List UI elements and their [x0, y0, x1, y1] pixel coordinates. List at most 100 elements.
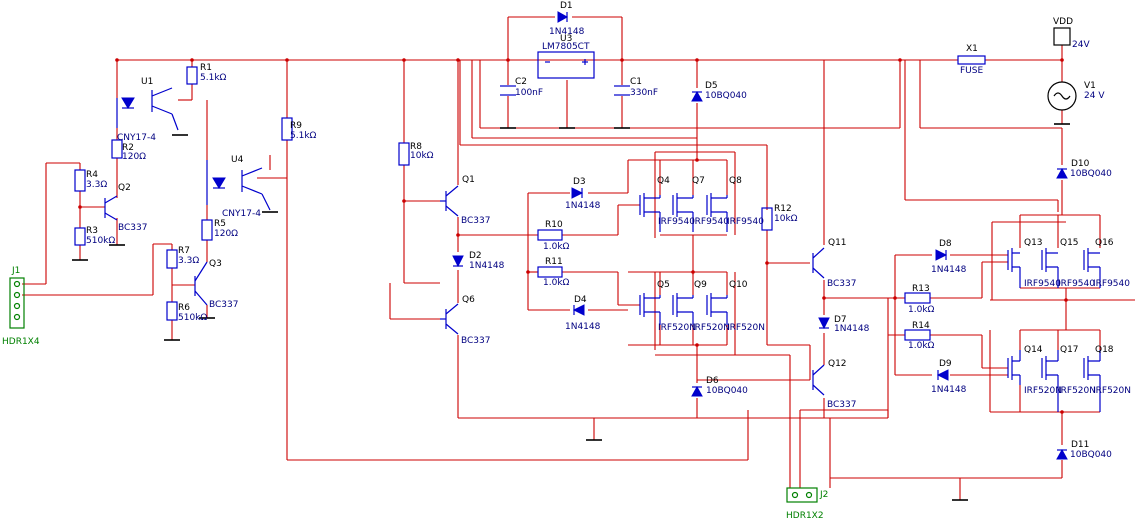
- label-q12-ref: Q12: [828, 359, 847, 369]
- label-q15-ref: Q15: [1060, 238, 1079, 248]
- label-r6-ref: R6: [178, 303, 190, 313]
- junctions: [78, 58, 1068, 414]
- resistor-r14: [904, 329, 931, 341]
- label-r9-ref: R9: [290, 121, 302, 131]
- transistor-q11: [812, 247, 825, 279]
- label-u4-ref: U4: [231, 155, 244, 165]
- label-x1-value: FUSE: [960, 66, 983, 76]
- label-r13-value: 1.0kΩ: [908, 305, 935, 315]
- label-d8-value: 1N4148: [931, 265, 967, 275]
- transistor-q3: [194, 261, 208, 306]
- label-u1-value: CNY17-4: [117, 133, 156, 143]
- label-q10-ref: Q10: [729, 280, 748, 290]
- label-d1-value: 1N4148: [549, 27, 585, 37]
- resistor-r4: [74, 169, 86, 192]
- diode-d2: [452, 255, 464, 268]
- label-r5-ref: R5: [214, 219, 226, 229]
- label-d4-value: 1N4148: [565, 322, 601, 332]
- label-r2-ref: R2: [122, 143, 134, 153]
- diode-d11: [1056, 448, 1068, 460]
- label-d1-ref: D1: [560, 1, 573, 11]
- mosfets-right-low: [1007, 350, 1101, 412]
- label-q17-ref: Q17: [1060, 345, 1079, 355]
- label-q8-ref: Q8: [729, 176, 742, 186]
- optocoupler-u1: [116, 87, 179, 131]
- label-u1-ref: U1: [141, 77, 153, 87]
- label-d6-value: 10BQ040: [706, 386, 748, 396]
- label-c1-value: 330nF: [630, 88, 658, 98]
- resistor-r12: [761, 207, 773, 231]
- connector-j2: [786, 487, 818, 503]
- resistor-r1: [186, 66, 198, 85]
- mosfets-right-high: [1007, 248, 1101, 288]
- label-r9-value: 5.1kΩ: [290, 131, 317, 141]
- transistor-q6: [440, 303, 459, 335]
- resistor-r7: [166, 249, 178, 269]
- label-q15-value: IRF9540: [1058, 279, 1095, 289]
- label-r5-value: 120Ω: [214, 229, 238, 239]
- label-d10-ref: D10: [1071, 159, 1090, 169]
- mosfets-left-low: [639, 293, 728, 325]
- label-q6-ref: Q6: [462, 295, 475, 305]
- resistor-r2: [111, 139, 123, 159]
- label-q11-value: BC337: [827, 279, 856, 289]
- transistor-q1: [440, 185, 459, 217]
- ground-symbols: [72, 123, 1070, 501]
- fuse-x1: [957, 55, 986, 65]
- label-q1-ref: Q1: [462, 175, 475, 185]
- voltage-source-v1: [1047, 81, 1077, 111]
- label-j1-ref: J1: [11, 266, 20, 276]
- label-r6-value: 510kΩ: [178, 313, 207, 323]
- label-r10-value: 1.0kΩ: [543, 242, 570, 252]
- vdd-terminal: [1053, 27, 1071, 46]
- label-j1-value: HDR1X4: [2, 337, 40, 347]
- label-d8-ref: D8: [939, 239, 952, 249]
- label-q18-value: IRF520N: [1093, 386, 1131, 396]
- label-r7-ref: R7: [178, 246, 190, 256]
- label-vdd-ref: VDD: [1053, 17, 1073, 27]
- label-r7-value: 3.3Ω: [178, 256, 199, 266]
- label-d2-ref: D2: [469, 251, 482, 261]
- label-d9-ref: D9: [939, 359, 952, 369]
- label-q8-value: IRF9540: [727, 217, 764, 227]
- label-q2-ref: Q2: [118, 183, 131, 193]
- resistor-r11: [537, 266, 563, 278]
- label-d7-ref: D7: [834, 315, 847, 325]
- resistor-r10: [537, 229, 563, 241]
- label-q9-ref: Q9: [694, 280, 707, 290]
- label-q3-ref: Q3: [209, 259, 222, 269]
- mosfets-left-high: [639, 193, 728, 232]
- label-q18-ref: Q18: [1095, 345, 1114, 355]
- label-u4-value: CNY17-4: [222, 209, 261, 219]
- label-d5-ref: D5: [705, 81, 718, 91]
- label-q4-ref: Q4: [657, 176, 670, 186]
- diode-d7: [818, 317, 830, 330]
- label-d3-ref: D3: [573, 177, 586, 187]
- resistor-r3: [74, 227, 86, 246]
- optocoupler-u4: [206, 160, 271, 211]
- label-q7-value: IRF9540: [692, 217, 729, 227]
- label-r14-value: 1.0kΩ: [908, 341, 935, 351]
- label-d7-value: 1N4148: [834, 324, 870, 334]
- label-v1-value: 24 V: [1084, 91, 1105, 101]
- label-d11-ref: D11: [1071, 440, 1089, 450]
- connector-j1: [9, 277, 25, 329]
- label-q10-value: IRF520N: [727, 323, 765, 333]
- label-q3-value: BC337: [209, 300, 238, 310]
- label-q5-ref: Q5: [657, 280, 670, 290]
- resistor-r8: [398, 142, 410, 166]
- label-r1-ref: R1: [200, 63, 212, 73]
- label-q9-value: IRF520N: [692, 323, 730, 333]
- label-d6-ref: D6: [706, 376, 719, 386]
- diode-d4: [572, 304, 585, 316]
- label-r8-ref: R8: [410, 142, 422, 152]
- label-q14-value: IRF520N: [1024, 386, 1062, 396]
- transistor-q12: [812, 364, 825, 396]
- label-d10-value: 10BQ040: [1070, 169, 1112, 179]
- label-q17-value: IRF520N: [1058, 386, 1096, 396]
- diode-d1: [557, 11, 569, 23]
- label-u3-ref: U3: [560, 34, 572, 44]
- resistor-r6: [166, 301, 178, 321]
- label-j2-value: HDR1X2: [786, 511, 824, 521]
- wires: [22, 16, 1135, 500]
